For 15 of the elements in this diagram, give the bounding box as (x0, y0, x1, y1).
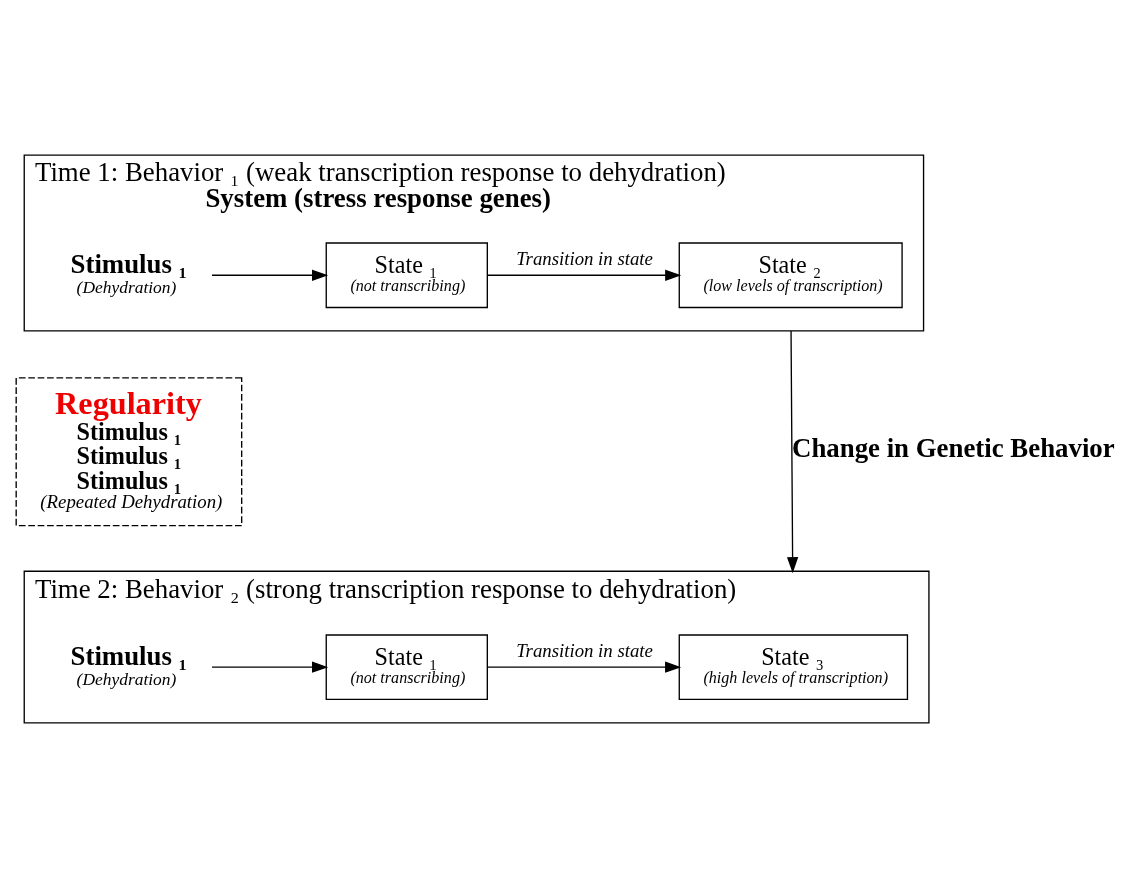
node-text: Stimulus ₁ (Dehydration) (70, 248, 187, 297)
arrow (786, 329, 799, 573)
node-box: State ₁ (not transcribing) (325, 633, 488, 700)
node-box: Regularity Stimulus ₁ Stimulus ₁ Stimulus ₁ (Repeated Dehydration) (15, 376, 243, 526)
arrow (211, 661, 329, 673)
edge-label: Transition in state (516, 247, 653, 269)
node-box: State ₃ (high levels of transcription) (678, 633, 909, 700)
node-text: Stimulus ₁ (Dehydration) (70, 640, 187, 688)
arrow (211, 269, 329, 281)
node-box: State ₁ (not transcribing) (325, 241, 488, 308)
arrow (487, 269, 682, 281)
arrow (486, 661, 682, 673)
node-box: State ₂ (low levels of transcription) (678, 241, 903, 308)
edge-label: Change in Genetic Behavior (792, 432, 1115, 463)
edge-label: Transition in state (516, 639, 653, 661)
